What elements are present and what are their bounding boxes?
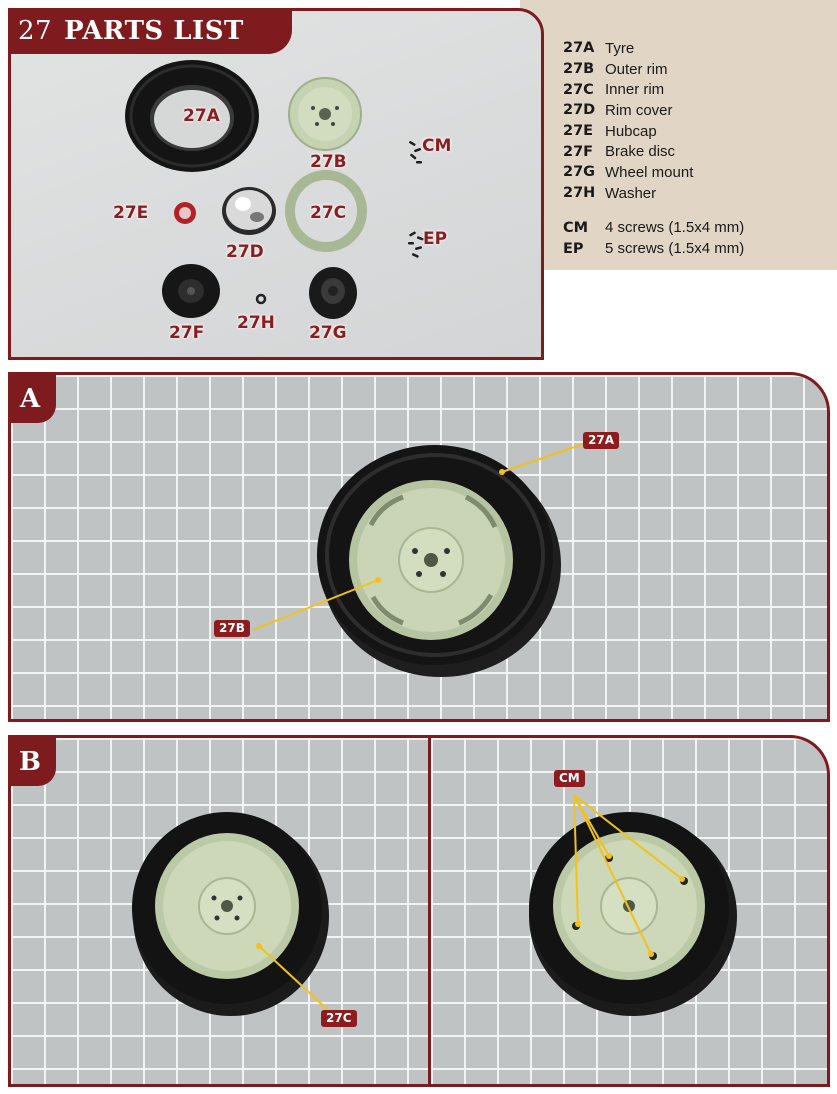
legend-row: 27B Outer rim — [563, 59, 823, 80]
legend-code: 27B — [563, 61, 595, 78]
legend-row: CM 4 screws (1.5x4 mm) — [563, 218, 823, 239]
legend-desc: Tyre — [605, 39, 635, 57]
parts-list-title: PARTS LIST — [64, 16, 244, 46]
legend-desc: Wheel mount — [605, 163, 694, 181]
callout-dot — [499, 469, 505, 475]
legend-row: 27A Tyre — [563, 38, 823, 59]
legend-code: 27F — [563, 143, 594, 160]
arrowheads-cm — [575, 853, 685, 957]
label-27e: 27E — [113, 203, 149, 223]
label-27c: 27C — [310, 203, 347, 223]
label-27f: 27F — [169, 323, 205, 343]
brake-disc-part — [162, 264, 220, 318]
parts-legend: 27A Tyre 27B Outer rim 27C Inner rim 27D Rim… — [563, 38, 823, 259]
tyre-part — [125, 60, 259, 172]
label-27h: 27H — [237, 313, 275, 333]
label-cm: CM — [422, 136, 452, 156]
washer-part — [255, 293, 267, 305]
legend-code: EP — [563, 240, 584, 257]
legend-desc: Washer — [605, 184, 657, 202]
label-27g: 27G — [309, 323, 347, 343]
legend-desc: Brake disc — [605, 143, 676, 161]
legend-desc: Outer rim — [605, 60, 668, 78]
legend-desc: Inner rim — [605, 81, 665, 99]
parts-legend-background — [520, 0, 837, 270]
legend-desc: Hubcap — [605, 122, 657, 140]
legend-row: 27D Rim cover — [563, 100, 823, 121]
leader-line-27c — [258, 945, 330, 1012]
legend-code: 27A — [563, 40, 595, 57]
legend-code: 27H — [563, 185, 596, 202]
legend-code: CM — [563, 219, 589, 236]
leader-lines-a — [252, 442, 587, 631]
step-b-right-panel — [428, 735, 830, 1087]
ep-screws — [408, 231, 424, 258]
step-a-panel — [8, 372, 830, 722]
legend-desc: 5 screws (1.5x4 mm) — [605, 240, 745, 258]
callout-27c: 27C — [321, 1010, 357, 1027]
legend-row: 27C Inner rim — [563, 79, 823, 100]
cm-screws — [409, 140, 422, 164]
legend-row: EP 5 screws (1.5x4 mm) — [563, 238, 823, 259]
step-b-left-panel — [8, 735, 431, 1087]
outer-rim-part — [288, 77, 362, 151]
label-27a: 27A — [183, 106, 220, 126]
assembled-wheel-b-left — [132, 812, 329, 1016]
callout-27a: 27A — [583, 432, 619, 449]
legend-code: 27E — [563, 123, 594, 140]
legend-code: 27G — [563, 164, 596, 181]
label-27b: 27B — [310, 152, 347, 172]
step-b-badge: B — [8, 738, 56, 786]
label-ep: EP — [423, 229, 448, 249]
callout-27b: 27B — [214, 620, 250, 637]
label-27d: 27D — [226, 242, 264, 262]
callout-cm: CM — [554, 770, 585, 787]
hubcap-part — [174, 202, 196, 224]
callout-dot — [375, 577, 381, 583]
legend-desc: Rim cover — [605, 101, 673, 119]
legend-code: 27C — [563, 81, 594, 98]
parts-list-header: 27 PARTS LIST — [8, 8, 292, 54]
inner-rim-part — [285, 170, 367, 252]
legend-row: 27E Hubcap — [563, 121, 823, 142]
assembled-wheel-a — [317, 445, 561, 677]
parts-photo — [8, 8, 544, 360]
legend-desc: 4 screws (1.5x4 mm) — [605, 219, 745, 237]
rim-cover-part — [222, 187, 276, 235]
leader-lines-cm — [573, 794, 683, 955]
legend-row: 27H Washer — [563, 183, 823, 204]
step-number: 27 — [18, 16, 53, 46]
legend-row: 27F Brake disc — [563, 141, 823, 162]
legend-code: 27D — [563, 102, 596, 119]
legend-row: 27G Wheel mount — [563, 162, 823, 183]
callout-dot — [256, 943, 262, 949]
wheel-mount-part — [309, 267, 357, 319]
step-a-badge: A — [8, 375, 56, 423]
assembled-wheel-b-right — [529, 812, 737, 1016]
